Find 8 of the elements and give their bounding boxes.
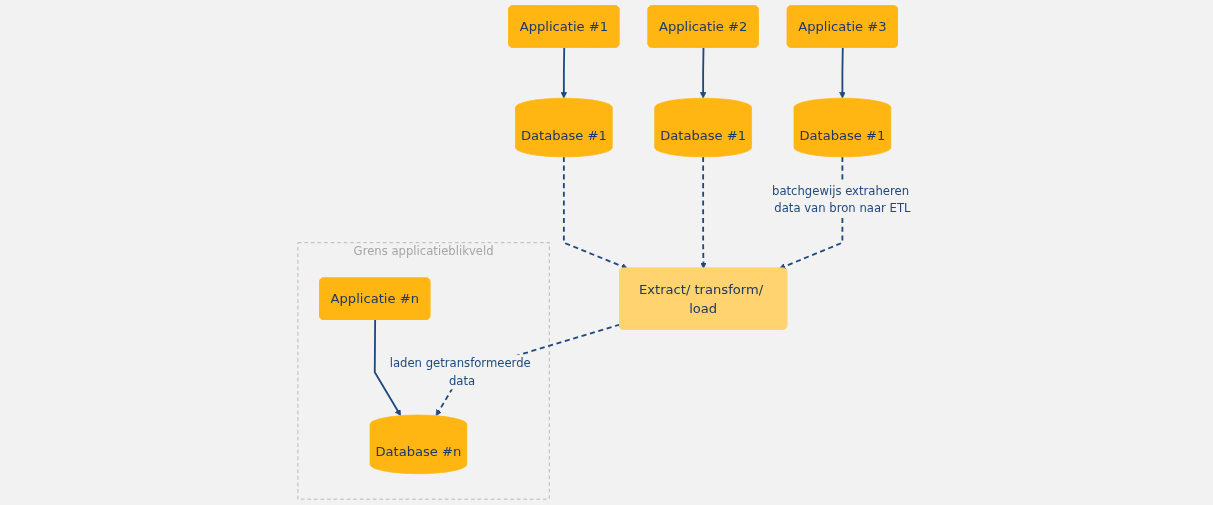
edge-label: batchgewijs extraheren data van bron naar ETL [772,183,911,216]
arrow [560,46,568,99]
arrow [562,155,628,270]
arrow [699,46,707,99]
arrow [700,155,707,269]
arrow [839,46,846,99]
arrow [373,318,401,416]
edge-label: laden getransformeerde data [389,356,531,388]
